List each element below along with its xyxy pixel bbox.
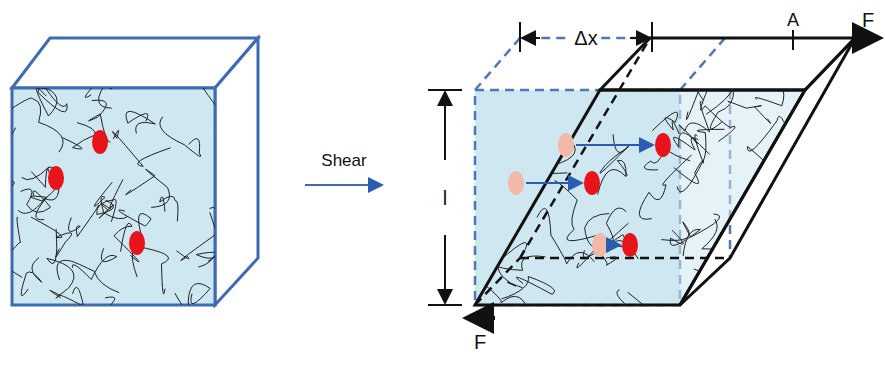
polymer-network xyxy=(451,81,833,337)
polymer-chain xyxy=(670,229,700,256)
polymer-chain xyxy=(160,117,201,157)
particle xyxy=(129,231,145,255)
polymer-chain xyxy=(94,182,128,219)
particle xyxy=(622,233,638,257)
polymer-chain xyxy=(12,178,14,205)
particle xyxy=(584,171,600,195)
force-label: F xyxy=(862,10,874,30)
polymer-chain xyxy=(598,160,628,194)
polymer-chain xyxy=(617,290,650,319)
polymer-chain xyxy=(12,98,63,152)
polymer-chain xyxy=(22,88,57,116)
particle xyxy=(92,130,108,154)
force-arrow xyxy=(855,36,880,40)
polymer-chain xyxy=(541,116,575,173)
polymer-chain xyxy=(63,123,96,149)
polymer-chain xyxy=(126,169,170,207)
polymer-chain xyxy=(787,244,833,276)
dimension-label: l xyxy=(440,188,450,208)
polymer-chain xyxy=(458,119,515,145)
polymer-chain xyxy=(31,217,72,257)
polymer-chain xyxy=(126,111,155,133)
polymer-chain xyxy=(38,88,67,112)
polymer-network xyxy=(12,88,215,305)
polymer-chain xyxy=(502,277,555,299)
sheared-cube xyxy=(451,38,855,337)
force-label: F xyxy=(474,332,486,352)
displacement-arrow xyxy=(576,144,653,146)
polymer-chain xyxy=(677,129,724,192)
dimension-lines xyxy=(428,22,793,305)
polymer-chain xyxy=(12,217,22,277)
area-label: A xyxy=(787,11,799,29)
polymer-chain xyxy=(736,223,751,254)
polymer-chain xyxy=(112,130,170,166)
polymer-chain xyxy=(203,88,215,135)
polymer-chain xyxy=(639,155,691,219)
particle-before xyxy=(508,171,524,195)
polymer-chain xyxy=(99,179,123,218)
polymer-chain xyxy=(701,87,735,142)
polymer-chain xyxy=(577,208,627,268)
polymer-chain xyxy=(480,102,507,137)
particle-before xyxy=(558,133,574,157)
polymer-chain xyxy=(679,101,710,154)
particle-before xyxy=(592,233,608,257)
polymer-chain xyxy=(746,293,780,318)
process-label: Shear xyxy=(321,152,366,169)
polymer-chain xyxy=(702,219,745,249)
polymer-chain xyxy=(686,82,708,120)
polymer-chain xyxy=(176,212,215,260)
polymer-chain xyxy=(769,210,793,245)
polymer-chain xyxy=(12,88,16,136)
polymer-chain xyxy=(600,134,629,173)
dimension-label: Δx xyxy=(571,28,600,48)
polymer-chain xyxy=(104,297,115,305)
displacement-arrow xyxy=(610,244,620,246)
polymer-chain xyxy=(69,205,100,237)
polymer-chain xyxy=(689,269,710,296)
polymer-chain xyxy=(22,167,49,187)
polymer-chain xyxy=(196,249,215,267)
polymer-chain xyxy=(451,209,515,236)
process-arrow xyxy=(305,184,382,186)
displacement-arrow xyxy=(526,182,582,184)
polymer-chain xyxy=(160,196,178,221)
polymer-chain xyxy=(502,102,553,136)
polymer-chain xyxy=(652,112,679,134)
undeformed-cube xyxy=(0,38,258,344)
polymer-chain xyxy=(706,88,733,129)
particle xyxy=(655,133,671,157)
polymer-chain xyxy=(537,208,594,263)
polymer-chain xyxy=(47,229,74,298)
polymer-chain xyxy=(728,101,771,123)
polymer-chain xyxy=(482,175,510,217)
polymer-chain xyxy=(742,81,783,106)
polymer-chain xyxy=(489,235,546,270)
polymer-chain xyxy=(752,192,772,219)
polymer-chain xyxy=(84,88,112,108)
polymer-chain xyxy=(483,284,544,337)
polymer-chain xyxy=(747,116,791,174)
polymer-chain xyxy=(498,243,527,288)
particle xyxy=(48,166,64,190)
polymer-chain xyxy=(175,283,210,305)
force-arrow xyxy=(466,316,495,320)
polymer-chain xyxy=(21,258,42,296)
polymer-chain xyxy=(674,135,704,184)
